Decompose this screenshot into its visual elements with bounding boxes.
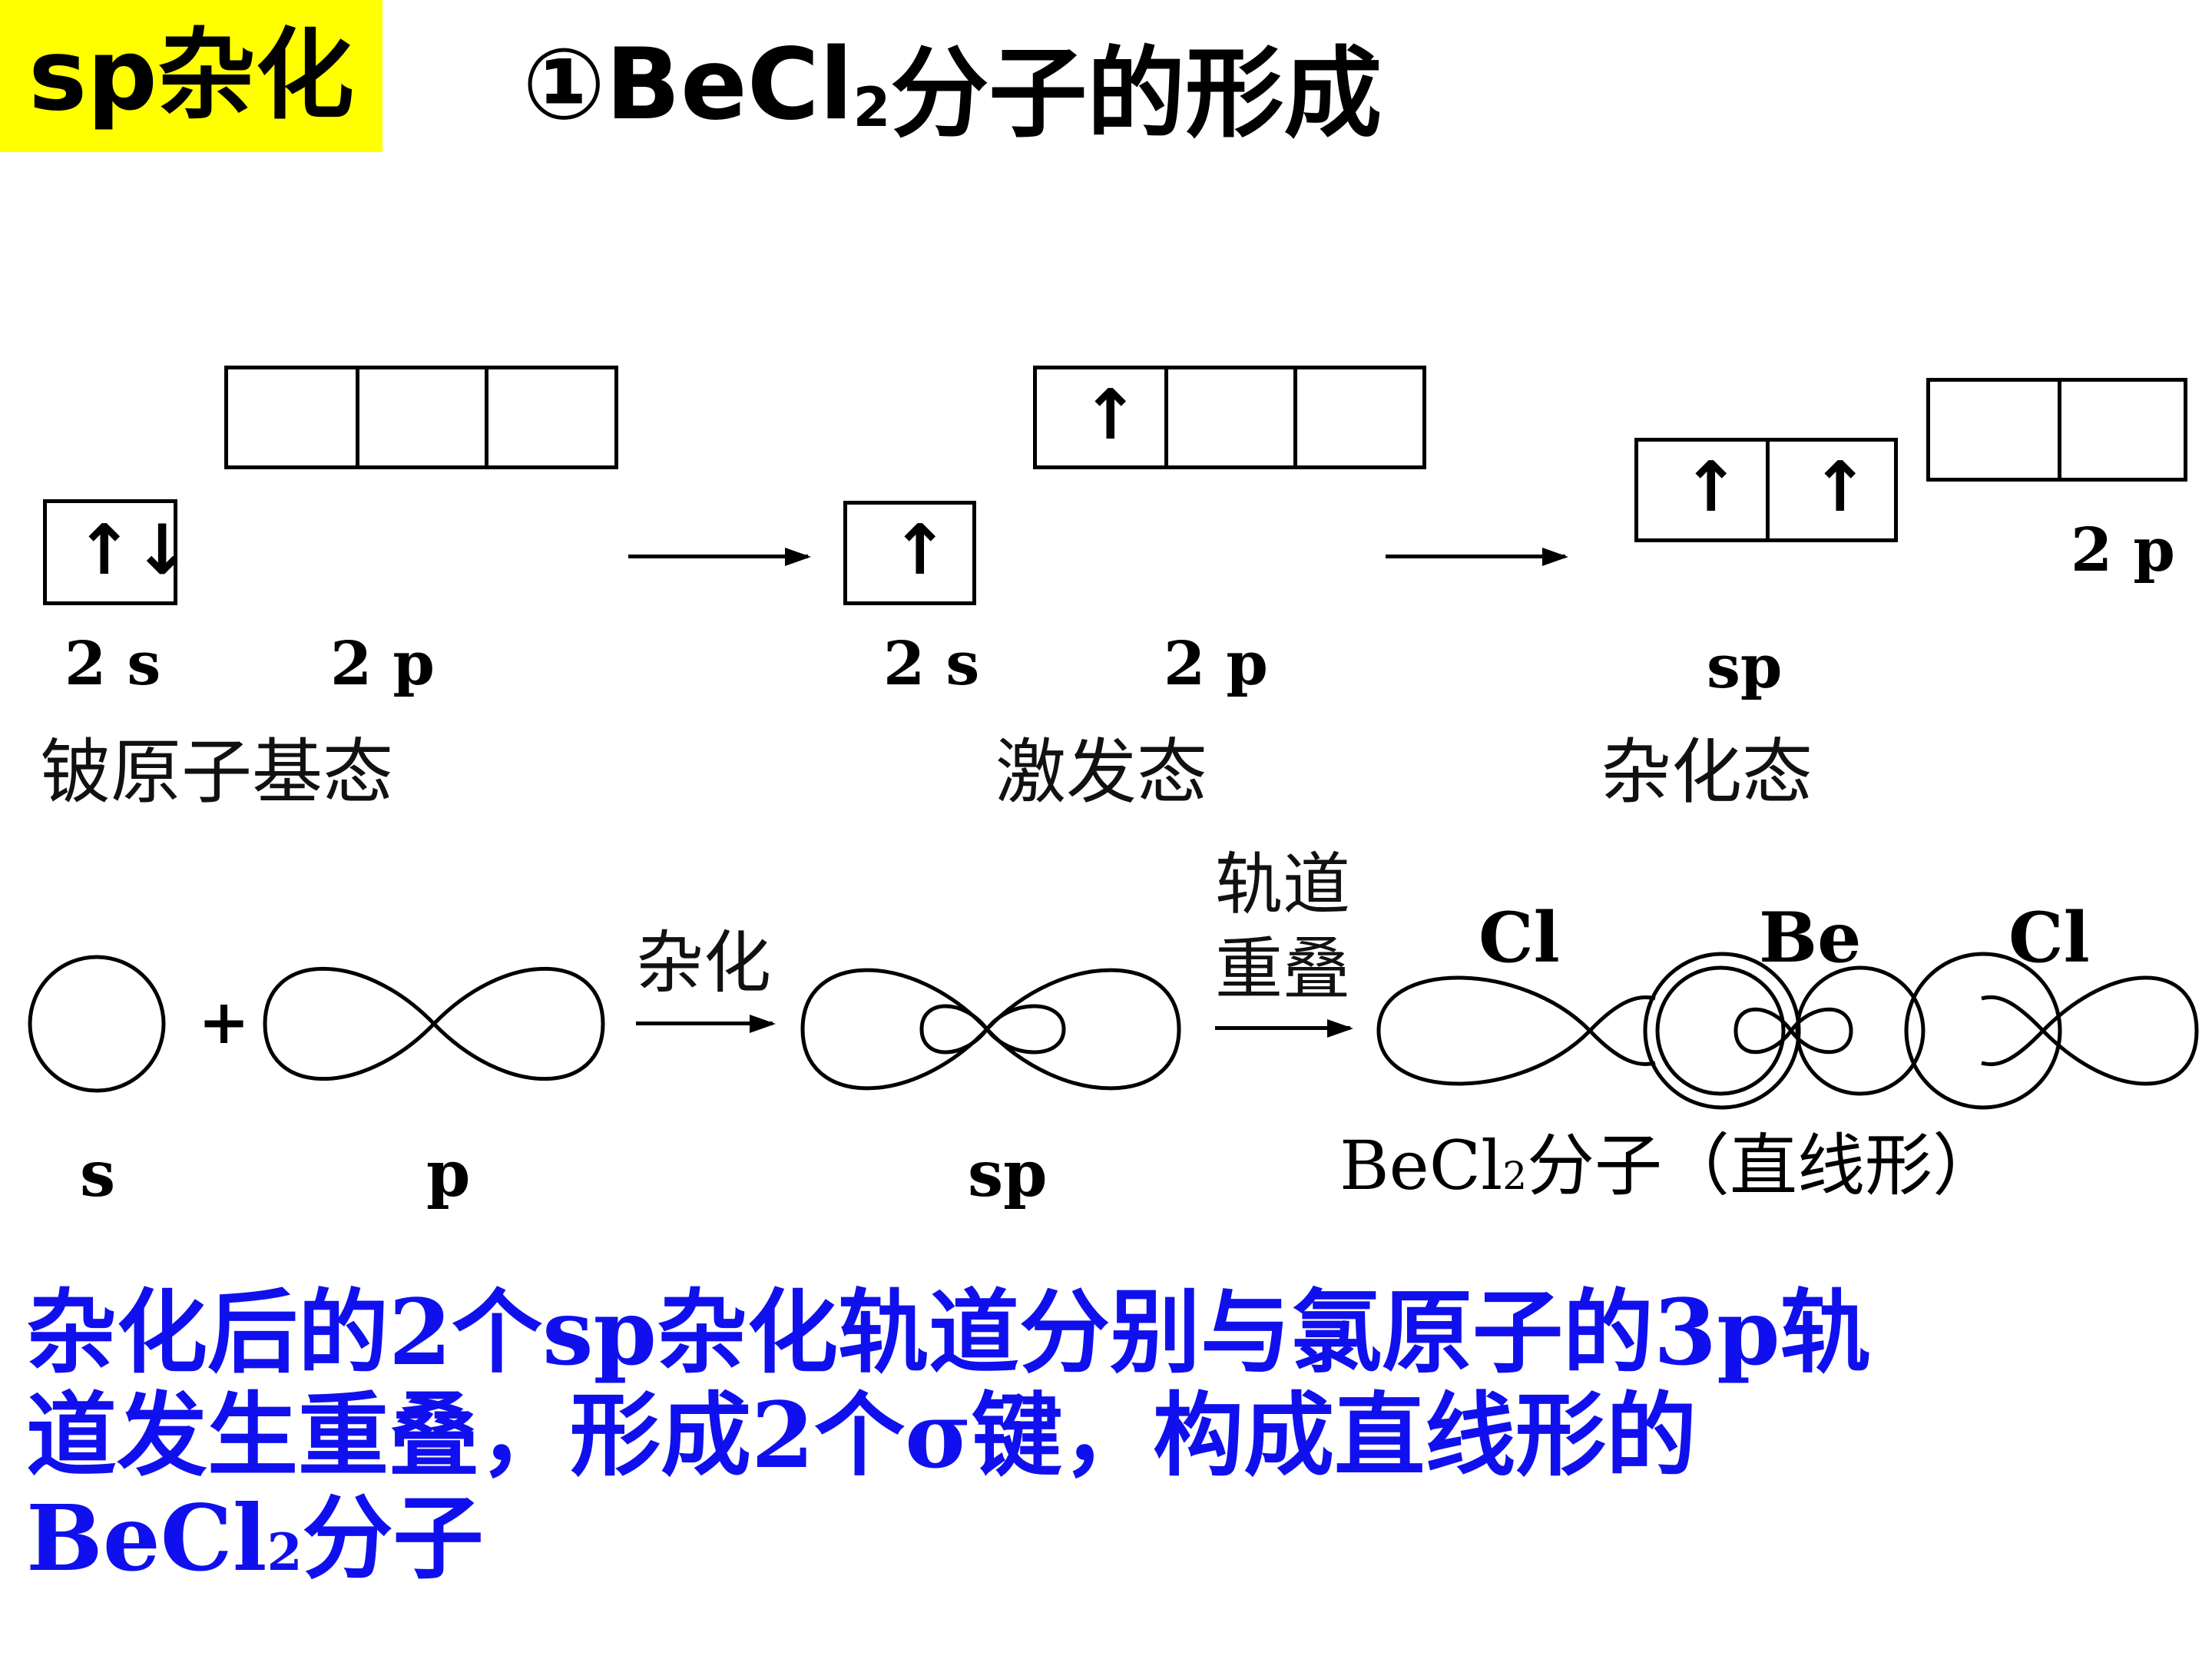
title-main: ①BeCl [522,27,853,142]
molecule-label: BeCl2分子（直线形） [1339,1132,2000,1200]
excited-2s-box [843,501,976,605]
caption-line-2: 道发生重叠，形成2个σ键，构成直线形的 [26,1382,1697,1488]
title-subscript: 2 [853,76,891,139]
sp-orbital-small [919,1004,1066,1055]
overlap-label-line2: 重叠 [1215,929,1351,1008]
ground-2p-label: 2 p [330,629,435,699]
be-right-circle [1795,965,1926,1096]
hybrid-2p-label: 2 p [2071,515,2175,585]
molecule-subscript: 2 [1502,1154,1528,1198]
sp-orbital-large [800,968,1181,1091]
atom-be: Be [1759,897,1862,979]
cl-right-orbital-back [1981,1029,2045,1067]
arrow-to-hybrid [1386,548,1568,566]
cl-left-orbital [1376,975,1656,1086]
hybrid-sp-spin-2: ↑ [1811,447,1869,528]
hybrid-2p-box [1926,378,2187,482]
cl-right-orbital [1981,975,2199,1086]
caption-line-1: 杂化后的2个sp杂化轨道分别与氯原子的3p轨 [26,1279,1871,1386]
hybridize-arrow [636,1015,776,1033]
hybrid-sp-box [1634,438,1898,542]
be-left-circle [1655,965,1786,1096]
p-orbital [263,966,605,1081]
excited-2s-label: 2 s [883,629,980,699]
hybrid-sp-spin-1: ↑ [1682,447,1740,528]
molecule-end: 分子（直线形） [1527,1126,2001,1205]
cl-left-orbital-back [1588,1029,1656,1067]
atom-cl-left: Cl [1479,897,1560,979]
caption-line-3-main: BeCl [26,1485,267,1591]
excited-2p-label: 2 p [1164,629,1268,699]
ground-2s-spins: ↑↓ [75,510,191,591]
arrow-to-excited [628,548,811,566]
topic-badge: sp杂化 [0,0,382,152]
plus-sign: + [198,985,250,1058]
caption-line-3-subscript: 2 [267,1522,303,1582]
explanation-text: 杂化后的2个sp杂化轨道分别与氯原子的3p轨 道发生重叠，形成2个σ键，构成直线… [26,1281,2192,1604]
be-sp-small [1734,1007,1853,1055]
caption-line-3: BeCl2分子 [26,1487,2192,1604]
title-end: 分子的形成 [890,36,1382,151]
ground-2s-box [43,499,177,605]
hybrid-sp-label: sp [1707,632,1783,702]
p-orbital-label: p [426,1137,471,1211]
cl-right-overlap-circle [1904,952,2062,1110]
atom-cl-right: Cl [2008,897,2090,979]
ground-2s-label: 2 s [65,629,161,699]
excited-2p-spin: ↑ [1081,375,1140,455]
caption-line-3-end: 分子 [302,1485,484,1591]
hybrid-state-label: 杂化态 [1601,731,1813,813]
hybridize-label: 杂化 [636,923,772,1002]
sp-orbital-label: sp [968,1137,1048,1211]
ground-2p-box [224,366,618,469]
overlap-arrow [1215,1019,1353,1038]
s-orbital [28,955,166,1093]
overlap-label-line1: 轨道 [1215,845,1351,924]
excited-state-label: 激发态 [995,731,1208,813]
excited-2p-box [1033,366,1426,469]
ground-state-label: 铍原子基态 [40,731,394,813]
molecule-main: BeCl [1339,1126,1503,1205]
s-orbital-label: s [80,1137,116,1211]
excited-2s-spin: ↑ [891,510,949,591]
